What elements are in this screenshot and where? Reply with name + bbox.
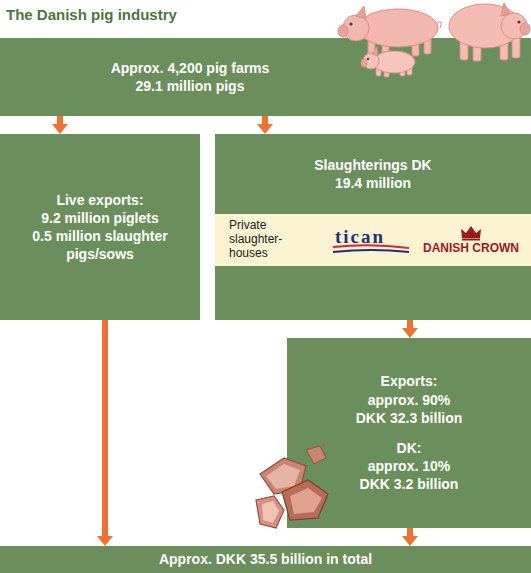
node-text: Approx. 4,200 pig farms bbox=[111, 59, 270, 77]
node-text: DKK 3.2 billion bbox=[360, 475, 459, 493]
node-text: Private slaughter-houses bbox=[229, 219, 297, 260]
arrow-head bbox=[402, 536, 418, 546]
diagram-title: The Danish pig industry bbox=[6, 6, 177, 23]
arrow-head bbox=[52, 124, 68, 134]
node-text: approx. 10% bbox=[368, 457, 450, 475]
meat-illustration bbox=[254, 444, 334, 530]
arrow-shaft bbox=[102, 320, 108, 536]
node-text: 9.2 million piglets bbox=[41, 209, 158, 227]
arrow-shaft bbox=[262, 116, 268, 124]
pigs-illustration bbox=[320, 0, 531, 100]
logo-wrap: DANISH CROWN bbox=[423, 225, 519, 255]
flow-arrow bbox=[52, 116, 68, 134]
logo-text: tican bbox=[335, 227, 385, 246]
crown-symbol bbox=[460, 225, 482, 241]
node-text: 0.5 million slaughter pigs/sows bbox=[10, 227, 190, 263]
arrow-head bbox=[257, 124, 273, 134]
flow-arrow bbox=[402, 320, 418, 338]
flow-arrow bbox=[97, 320, 113, 546]
text-area: Slaughterings DK19.4 million bbox=[215, 134, 531, 214]
node-text: Exports: bbox=[381, 372, 438, 390]
arrow-head bbox=[402, 328, 418, 338]
node-text: Slaughterings DK bbox=[314, 156, 431, 174]
flow-arrow bbox=[257, 116, 273, 134]
text-area: Exports:approx. 90%DKK 32.3 billionDK:ap… bbox=[287, 338, 531, 528]
process-box: Slaughterings DK19.4 millionPrivate slau… bbox=[215, 134, 531, 320]
arrow-shaft bbox=[57, 116, 63, 124]
node-text: DK: bbox=[397, 439, 422, 457]
arrow-shaft bbox=[407, 320, 413, 328]
process-box: Live exports:9.2 million piglets0.5 mill… bbox=[0, 134, 200, 320]
node-text: 29.1 million pigs bbox=[136, 77, 245, 95]
node-text: approx. 90% bbox=[368, 391, 450, 409]
source-band: Approx. 4,200 pig farms29.1 million pigs bbox=[0, 38, 531, 116]
node-text: Approx. DKK 35.5 billion in total bbox=[159, 550, 372, 568]
total-band: Approx. DKK 35.5 billion in total bbox=[0, 546, 531, 573]
logo-wrap: tican bbox=[331, 227, 389, 254]
flow-arrow bbox=[402, 528, 418, 546]
arrow-shaft bbox=[407, 528, 413, 536]
logo-row: Private slaughter-houses ticanDANISH CROW… bbox=[215, 214, 531, 266]
process-box: Exports:approx. 90%DKK 32.3 billionDK:ap… bbox=[287, 338, 531, 528]
text-area: Live exports:9.2 million piglets0.5 mill… bbox=[0, 134, 200, 320]
node-text: Live exports: bbox=[56, 191, 143, 209]
text-area: Approx. DKK 35.5 billion in total bbox=[0, 546, 531, 573]
logo-strip: Private slaughter-houses ticanDANISH CROW… bbox=[215, 214, 531, 266]
node-text: DKK 32.3 billion bbox=[356, 409, 463, 427]
arrow-head bbox=[97, 536, 113, 546]
text-area: Approx. 4,200 pig farms29.1 million pigs bbox=[0, 38, 380, 116]
logo-text: DANISH CROWN bbox=[423, 241, 519, 255]
node-text: 19.4 million bbox=[335, 174, 411, 192]
